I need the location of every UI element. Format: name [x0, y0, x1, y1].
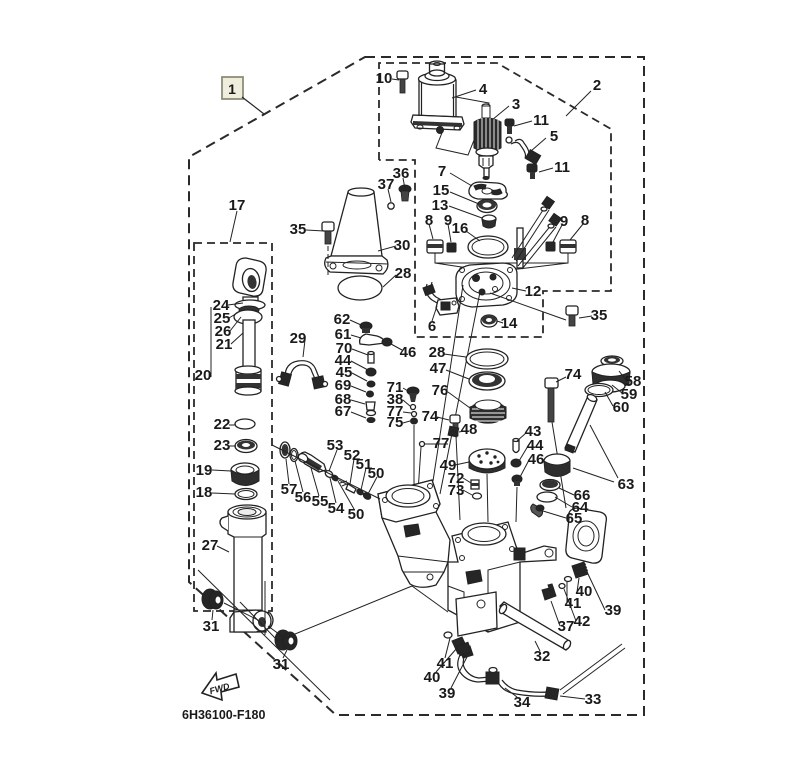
svg-text:4: 4 [479, 81, 488, 98]
svg-text:31: 31 [273, 656, 290, 673]
svg-text:35: 35 [290, 221, 307, 238]
svg-text:29: 29 [290, 330, 307, 347]
svg-text:22: 22 [214, 416, 231, 433]
svg-text:45: 45 [336, 364, 353, 381]
svg-text:60: 60 [613, 399, 630, 416]
svg-text:50: 50 [348, 506, 365, 523]
svg-text:44: 44 [527, 437, 544, 454]
svg-text:63: 63 [618, 476, 635, 493]
svg-text:61: 61 [335, 326, 352, 343]
svg-text:42: 42 [574, 613, 591, 630]
svg-text:40: 40 [424, 669, 441, 686]
svg-text:46: 46 [528, 451, 545, 468]
svg-text:54: 54 [328, 500, 345, 517]
svg-text:75: 75 [387, 414, 404, 431]
svg-text:24: 24 [213, 297, 230, 314]
svg-text:41: 41 [565, 595, 582, 612]
svg-text:9: 9 [444, 212, 452, 229]
svg-text:19: 19 [196, 462, 213, 479]
svg-text:26: 26 [215, 323, 232, 340]
svg-text:8: 8 [425, 212, 433, 229]
svg-text:77: 77 [387, 403, 404, 420]
svg-text:68: 68 [335, 391, 352, 408]
svg-text:43: 43 [525, 423, 542, 440]
svg-text:39: 39 [439, 685, 456, 702]
svg-text:56: 56 [295, 489, 312, 506]
svg-text:40: 40 [576, 583, 593, 600]
svg-text:6: 6 [428, 318, 436, 335]
svg-text:53: 53 [327, 437, 344, 454]
svg-text:18: 18 [196, 484, 213, 501]
svg-text:11: 11 [554, 159, 570, 176]
svg-text:52: 52 [344, 447, 361, 464]
svg-text:12: 12 [525, 283, 542, 300]
svg-text:49: 49 [440, 457, 457, 474]
svg-text:1: 1 [228, 81, 236, 97]
svg-text:15: 15 [433, 182, 450, 199]
svg-text:37: 37 [378, 176, 395, 193]
svg-text:50: 50 [368, 465, 385, 482]
svg-text:25: 25 [214, 310, 231, 327]
svg-text:66: 66 [574, 487, 591, 504]
svg-text:10: 10 [376, 70, 393, 87]
svg-text:32: 32 [534, 648, 551, 665]
svg-text:73: 73 [448, 482, 465, 499]
svg-text:2: 2 [593, 77, 601, 94]
svg-text:20: 20 [195, 367, 212, 384]
svg-text:47: 47 [430, 360, 447, 377]
svg-text:37: 37 [558, 618, 575, 635]
svg-text:14: 14 [501, 315, 518, 332]
svg-text:64: 64 [572, 499, 589, 516]
svg-text:9: 9 [560, 213, 568, 230]
svg-text:72: 72 [448, 470, 465, 487]
svg-text:30: 30 [394, 237, 411, 254]
svg-text:28: 28 [395, 265, 412, 282]
svg-text:8: 8 [581, 212, 589, 229]
svg-text:57: 57 [281, 481, 298, 498]
svg-text:67: 67 [335, 403, 352, 420]
svg-text:28: 28 [429, 344, 446, 361]
svg-text:17: 17 [229, 197, 246, 214]
svg-text:76: 76 [432, 382, 449, 399]
svg-text:31: 31 [203, 618, 220, 635]
svg-text:3: 3 [512, 96, 520, 113]
svg-text:58: 58 [625, 373, 642, 390]
svg-text:51: 51 [356, 456, 373, 473]
svg-text:23: 23 [214, 437, 231, 454]
svg-text:7: 7 [438, 163, 446, 180]
svg-text:33: 33 [585, 691, 602, 708]
svg-text:27: 27 [202, 537, 219, 554]
svg-text:5: 5 [550, 128, 558, 145]
svg-text:41: 41 [437, 655, 454, 672]
svg-text:35: 35 [591, 307, 608, 324]
svg-text:59: 59 [621, 386, 638, 403]
svg-text:74: 74 [565, 366, 582, 383]
svg-text:74: 74 [422, 408, 439, 425]
svg-text:62: 62 [334, 311, 351, 328]
svg-text:21: 21 [216, 336, 233, 353]
svg-text:77: 77 [433, 435, 450, 452]
svg-text:39: 39 [605, 602, 622, 619]
svg-text:69: 69 [335, 377, 352, 394]
svg-text:55: 55 [312, 493, 329, 510]
svg-text:36: 36 [393, 165, 410, 182]
svg-text:6H36100-F180: 6H36100-F180 [182, 708, 265, 722]
svg-text:38: 38 [387, 391, 404, 408]
svg-text:70: 70 [336, 340, 353, 357]
svg-text:65: 65 [566, 510, 583, 527]
svg-text:34: 34 [514, 694, 531, 711]
svg-text:11: 11 [533, 112, 549, 129]
svg-text:16: 16 [452, 220, 469, 237]
svg-text:44: 44 [335, 352, 352, 369]
svg-text:13: 13 [432, 197, 449, 214]
svg-text:48: 48 [461, 421, 478, 438]
svg-text:71: 71 [387, 379, 404, 396]
svg-text:46: 46 [400, 344, 417, 361]
